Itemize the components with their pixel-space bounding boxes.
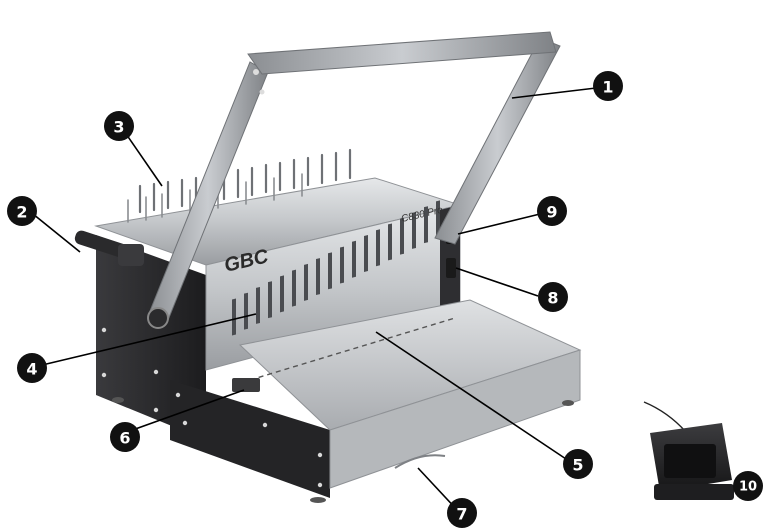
callout-7: 7	[447, 498, 477, 528]
svg-text:3: 3	[113, 118, 124, 137]
comb-teeth	[138, 148, 352, 214]
svg-text:6: 6	[119, 429, 130, 448]
tray-drawer-notch	[394, 454, 446, 469]
lever-pivot	[147, 307, 169, 329]
callout-9: 9	[537, 196, 567, 226]
callout-5: 5	[563, 449, 593, 479]
leader-lines	[32, 87, 597, 513]
foot-pedal	[643, 401, 734, 500]
svg-text:1: 1	[602, 78, 613, 97]
machine-feet	[112, 397, 574, 503]
svg-text:5: 5	[572, 456, 583, 475]
callout-6: 6	[110, 422, 140, 452]
pedal-cable	[643, 401, 687, 433]
svg-text:2: 2	[16, 203, 27, 222]
binding-machine: GBC C830 Pro	[74, 31, 582, 503]
callout-1: 1	[593, 71, 623, 101]
callout-8: 8	[538, 282, 568, 312]
comb-opener-handle	[74, 230, 144, 266]
panel-screws	[101, 327, 323, 488]
punch-lever-handle	[147, 31, 561, 329]
svg-text:4: 4	[26, 360, 37, 379]
edge-guide	[232, 378, 260, 392]
paper-tray-front	[329, 349, 581, 489]
svg-text:10: 10	[739, 480, 757, 495]
callout-3: 3	[104, 111, 134, 141]
callout-4: 4	[17, 353, 47, 383]
svg-text:7: 7	[456, 505, 467, 524]
punch-slots	[232, 200, 440, 336]
front-base-panel	[170, 380, 330, 498]
callout-2: 2	[7, 196, 37, 226]
callout-10: 10	[733, 471, 763, 501]
callouts: 1 2 3 4 5 6 7 8	[7, 71, 763, 528]
margin-control	[446, 258, 456, 278]
svg-text:9: 9	[546, 203, 557, 222]
svg-text:8: 8	[547, 289, 558, 308]
